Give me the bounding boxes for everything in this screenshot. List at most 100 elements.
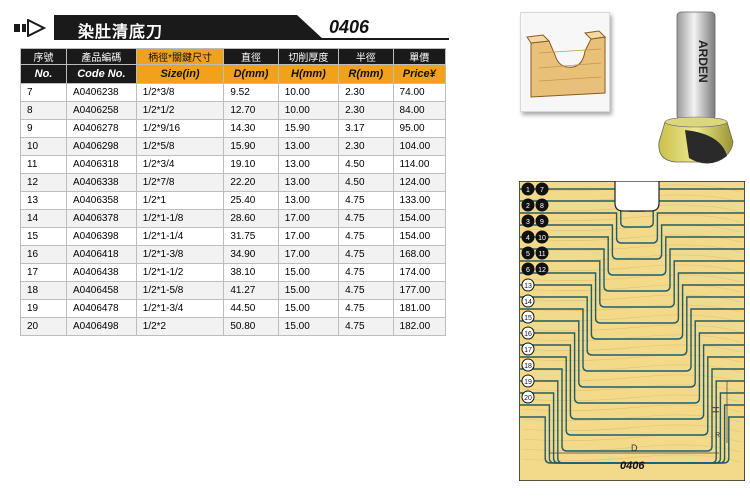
number-badge: 17 (521, 342, 535, 356)
table-cell: 4.75 (338, 299, 394, 318)
header-row-zh: 序號 產品編碼 柄徑*關鍵尺寸 直徑 切削厚度 半徑 單價 (20, 48, 447, 65)
table-cell: A0406478 (66, 299, 137, 318)
table-cell: 4.75 (338, 191, 394, 210)
table-cell: 12 (20, 173, 67, 192)
wood-grain-line (522, 274, 742, 283)
table-cell: 44.50 (223, 299, 279, 318)
table-cell: 4.75 (338, 281, 394, 300)
table-cell: 16 (20, 245, 67, 264)
table-cell: 20 (20, 317, 67, 336)
wood-grain-line (522, 324, 742, 333)
table-cell: A0406498 (66, 317, 137, 336)
badge-circle (535, 198, 549, 212)
table-cell: 1/2*9/16 (135, 119, 225, 138)
groove-profile (519, 260, 745, 308)
wood-grain-line (522, 264, 742, 273)
badge-number: 17 (524, 347, 532, 354)
badge-number: 12 (538, 267, 546, 274)
table-cell: 15.00 (277, 299, 340, 318)
col-header: Price¥ (392, 64, 447, 84)
col-header: 單價 (392, 48, 447, 65)
groove-profile (519, 248, 745, 292)
col-header: 柄徑*關鍵尺寸 (135, 48, 225, 65)
diagram-label: 0406 (620, 460, 645, 472)
groove-profile (519, 356, 745, 436)
table-cell: 15.00 (277, 317, 340, 336)
badge-circle (521, 342, 535, 356)
number-badge: 12 (535, 262, 549, 276)
table-cell: A0406298 (66, 137, 137, 156)
number-badge: 9 (535, 214, 549, 228)
number-badge: 18 (521, 358, 535, 372)
badge-number: 5 (526, 251, 530, 258)
table-cell: 1/2*1-1/8 (135, 209, 225, 228)
col-header: 切削厚度 (277, 48, 340, 65)
table-cell: 15.00 (277, 263, 340, 282)
table-cell: 15.90 (223, 137, 279, 156)
col-header: No. (20, 64, 67, 84)
badge-number: 3 (526, 219, 530, 226)
badge-circle (521, 390, 535, 404)
groove-profile (519, 308, 745, 372)
badge-number: 15 (524, 315, 532, 322)
table-cell: 4.50 (338, 155, 394, 174)
groove-profile (519, 332, 745, 404)
brand-text: ARDEN (696, 40, 710, 83)
table-cell: A0406318 (66, 155, 137, 174)
table-cell: 1/2*1-3/8 (135, 245, 225, 264)
number-badge: 14 (521, 294, 535, 308)
wood-grain-line (522, 454, 742, 463)
number-badge: 8 (535, 198, 549, 212)
table-cell: 17.00 (277, 227, 340, 246)
badge-number: 6 (526, 267, 530, 274)
table-cell: 1/2*1-1/4 (135, 227, 225, 246)
table-cell: 10 (20, 137, 67, 156)
table-cell: 22.20 (223, 173, 279, 192)
col-header: Size(in) (135, 64, 225, 84)
product-code: 0406 (329, 17, 370, 37)
table-cell: 84.00 (392, 101, 447, 120)
badge-circle (535, 246, 549, 260)
page-title: 染肚清底刀 (78, 24, 164, 41)
table-cell: 181.00 (392, 299, 447, 318)
r-label: R (715, 432, 720, 439)
table-cell: 28.60 (223, 209, 279, 228)
number-badge: 15 (521, 310, 535, 324)
col-header: 半徑 (338, 48, 394, 65)
groove-profile (519, 320, 745, 388)
table-cell: A0406238 (66, 83, 137, 102)
table-cell: 1/2*7/8 (135, 173, 225, 192)
col-header: H(mm) (277, 64, 340, 84)
table-cell: 10.00 (277, 83, 340, 102)
table-cell: 8 (20, 101, 67, 120)
wood-grain-line (522, 334, 742, 343)
table-cell: 2.30 (338, 137, 394, 156)
table-cell: A0406378 (66, 209, 137, 228)
table-cell: 9.52 (223, 83, 279, 102)
table-cell: 34.90 (223, 245, 279, 264)
table-cell: 13.00 (277, 191, 340, 210)
table-cell: 14 (20, 209, 67, 228)
badge-number: 10 (538, 235, 546, 242)
groove-profile (519, 344, 745, 420)
table-cell: A0406358 (66, 191, 137, 210)
table-cell: 31.75 (223, 227, 279, 246)
number-badge: 16 (521, 326, 535, 340)
table-cell: 1/2*3/4 (135, 155, 225, 174)
badge-circle (521, 374, 535, 388)
table-cell: 154.00 (392, 227, 447, 246)
badge-number: 1 (526, 187, 530, 194)
badge-circle (521, 310, 535, 324)
table-cell: 9 (20, 119, 67, 138)
table-cell: 1/2*1-3/4 (135, 299, 225, 318)
table-cell: 1/2*1 (135, 191, 225, 210)
router-bit-image: ARDEN (658, 11, 734, 164)
table-cell: 133.00 (392, 191, 447, 210)
